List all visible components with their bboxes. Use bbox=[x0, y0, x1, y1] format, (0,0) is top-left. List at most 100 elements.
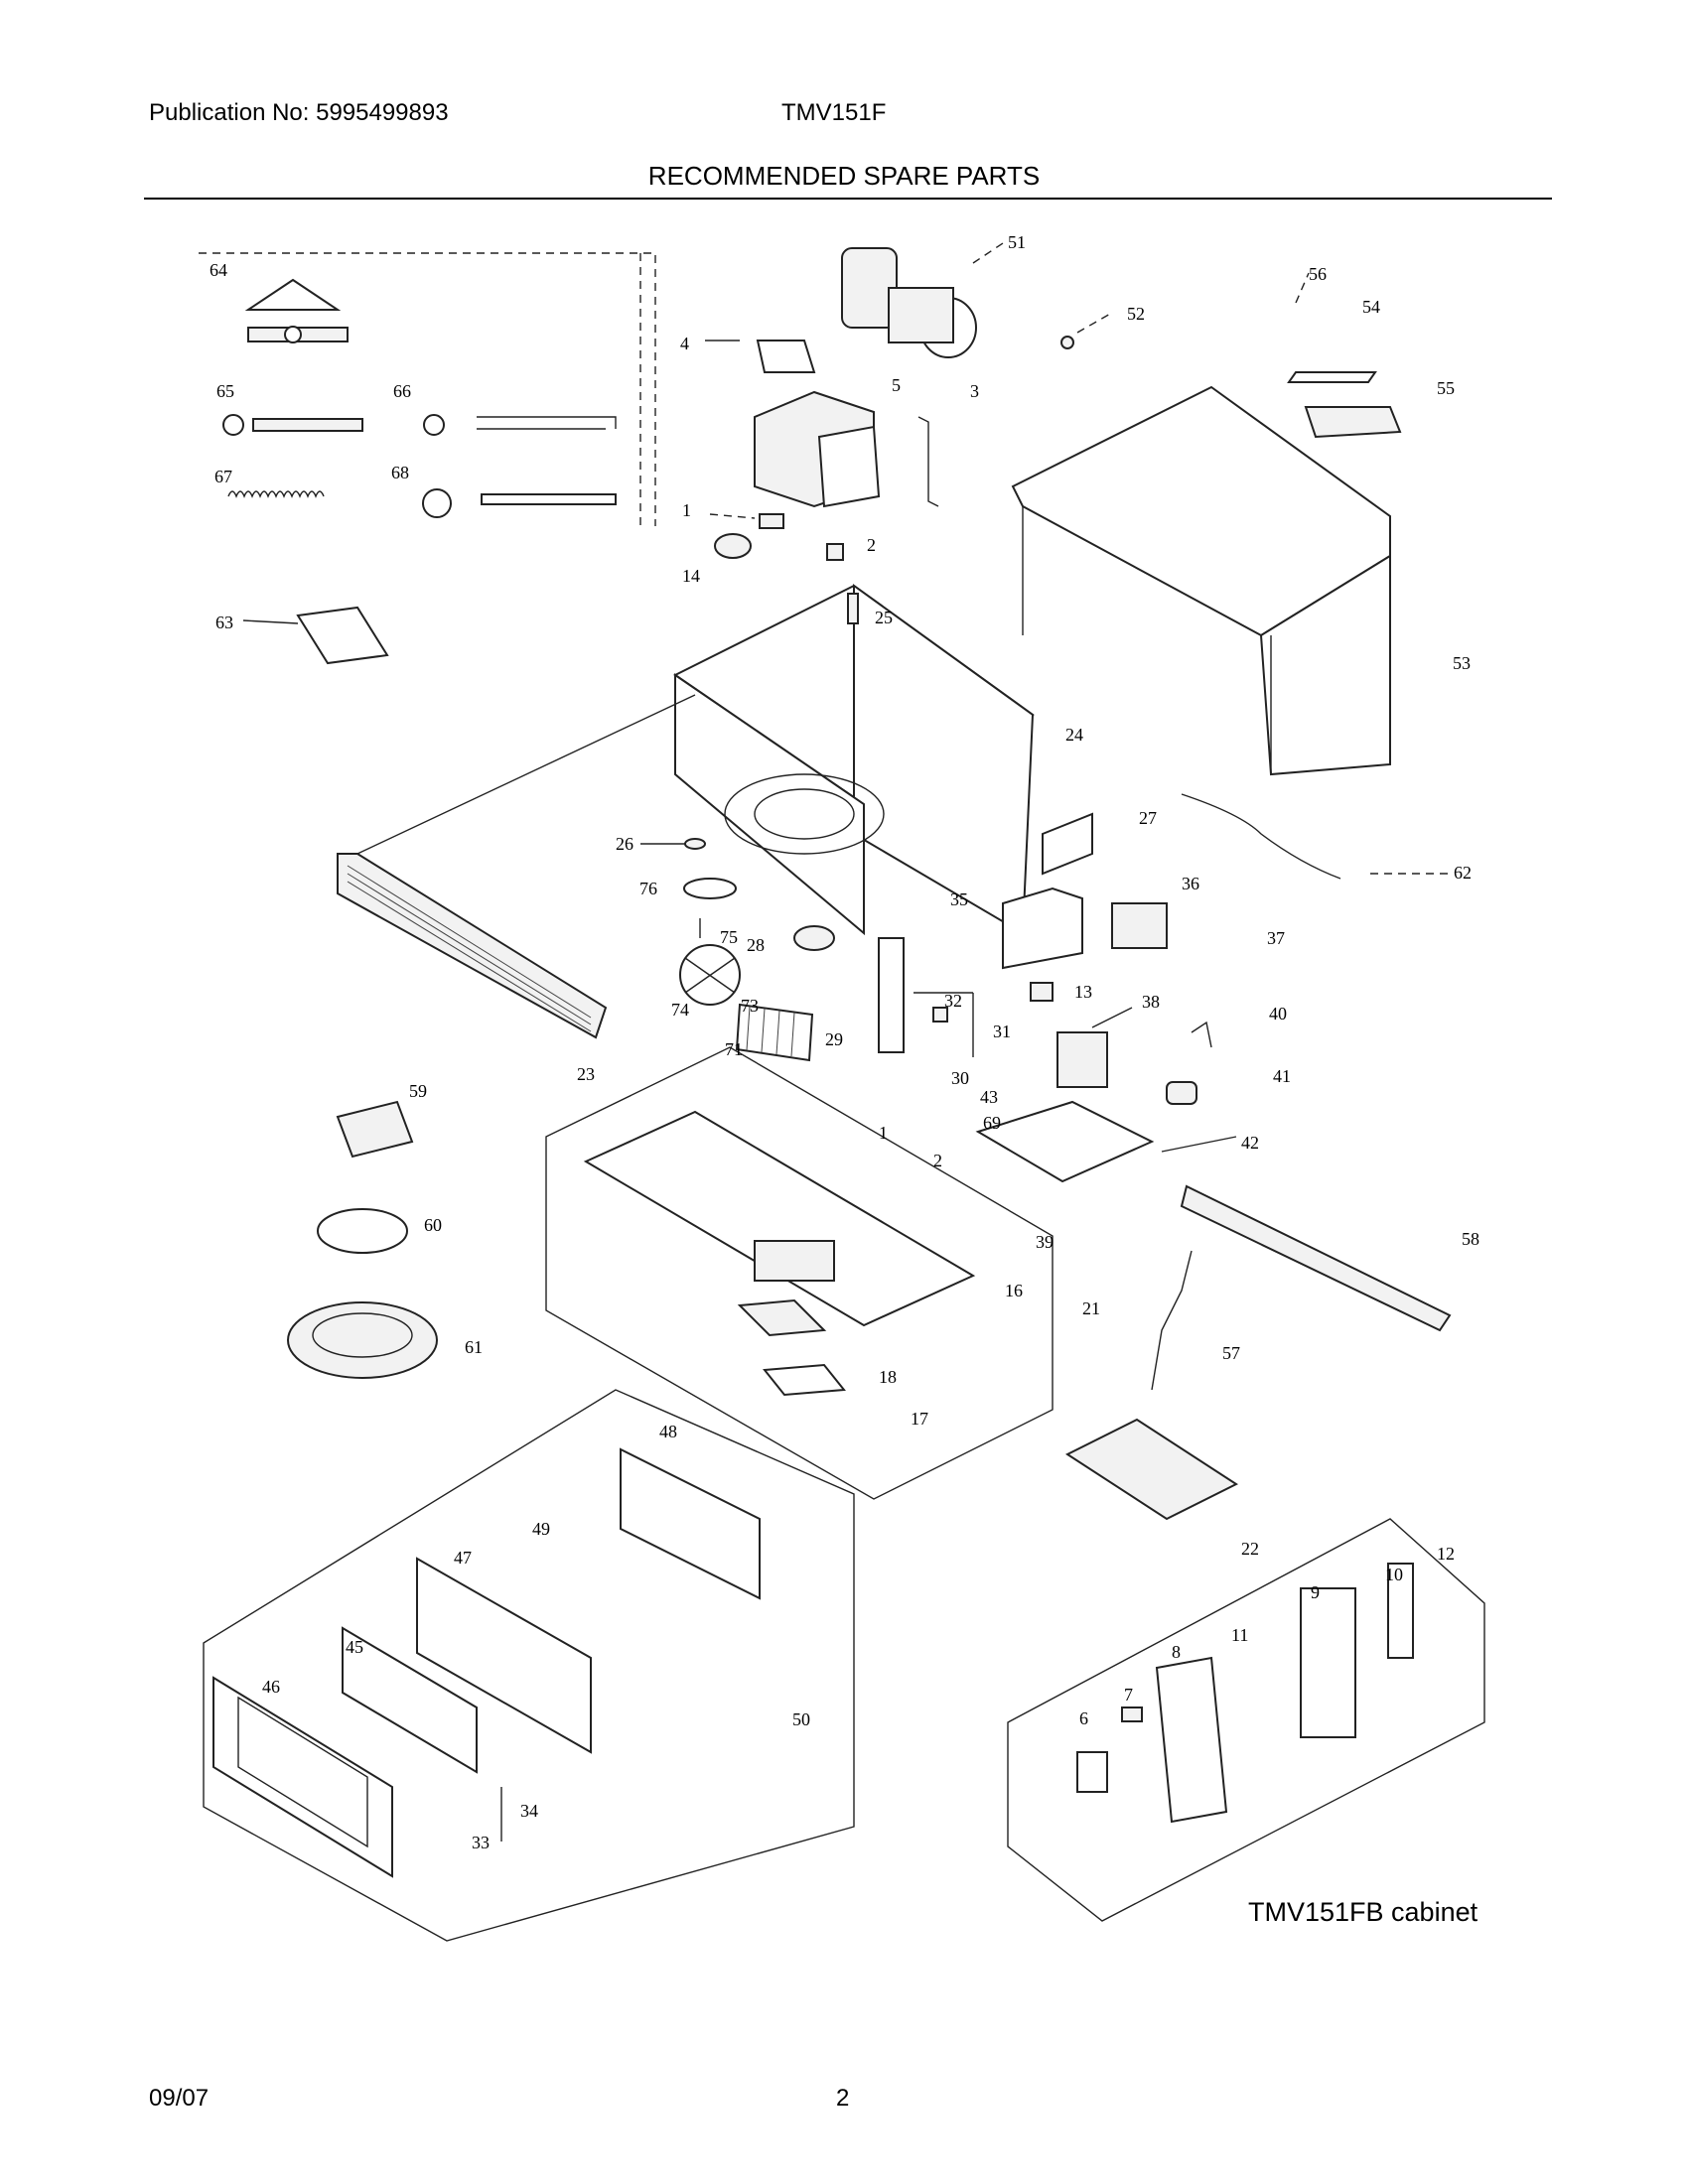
callout-67: 67 bbox=[214, 467, 232, 486]
callout-27: 27 bbox=[1139, 808, 1157, 828]
accessory-box bbox=[199, 252, 656, 526]
callout-17: 17 bbox=[911, 1409, 928, 1429]
page-number: 2 bbox=[836, 2085, 850, 2112]
callout-49: 49 bbox=[532, 1519, 550, 1539]
callout-51: 51 bbox=[1008, 232, 1026, 252]
part-12-control-cabinet bbox=[1007, 1518, 1485, 1922]
callout-48: 48 bbox=[659, 1422, 677, 1441]
callout-41: 41 bbox=[1273, 1066, 1291, 1086]
callout-28: 28 bbox=[747, 935, 765, 955]
part-35-bracket bbox=[1002, 887, 1083, 970]
part-46-door-choke bbox=[212, 1676, 393, 1878]
part-62-harness bbox=[1181, 793, 1450, 880]
callout-60: 60 bbox=[424, 1215, 442, 1235]
callout-9: 9 bbox=[1311, 1582, 1320, 1602]
part-47-door-panel bbox=[416, 1557, 592, 1754]
callout-65: 65 bbox=[216, 381, 234, 401]
page-title: RECOMMENDED SPARE PARTS bbox=[647, 161, 1041, 191]
callout-56: 56 bbox=[1309, 264, 1327, 284]
callout-45: 45 bbox=[346, 1637, 363, 1657]
part-9-circuit-board bbox=[1300, 1587, 1356, 1738]
callout-31: 31 bbox=[993, 1022, 1011, 1041]
callout-57: 57 bbox=[1222, 1343, 1240, 1363]
cabinet-label: TMV151FB cabinet bbox=[1248, 1897, 1478, 1927]
callout-11: 11 bbox=[1231, 1625, 1248, 1645]
part-42-wire bbox=[1161, 1136, 1237, 1153]
callout-76: 76 bbox=[639, 879, 657, 898]
callout-1-top: 1 bbox=[682, 500, 691, 520]
callout-58: 58 bbox=[1462, 1229, 1479, 1249]
publication-number: Publication No: 5995499893 bbox=[149, 99, 449, 126]
callout-8: 8 bbox=[1172, 1642, 1181, 1662]
part-41-capacitor bbox=[1166, 1081, 1197, 1105]
callout-2-base: 2 bbox=[933, 1151, 942, 1170]
callout-10: 10 bbox=[1385, 1565, 1403, 1584]
part-27-bracket bbox=[1042, 812, 1093, 876]
callout-25: 25 bbox=[875, 608, 893, 627]
part-59-filter bbox=[336, 1100, 414, 1159]
part-5-air-guide bbox=[754, 390, 881, 508]
model-number: TMV151F bbox=[781, 99, 887, 126]
callout-40: 40 bbox=[1269, 1004, 1287, 1024]
part-51-fan-motor bbox=[841, 242, 1004, 358]
part-69-base-plate bbox=[975, 1100, 1155, 1183]
callout-34: 34 bbox=[520, 1801, 538, 1821]
part-64-mounting-bracket bbox=[244, 278, 349, 343]
callout-37: 37 bbox=[1267, 928, 1285, 948]
part-48-door-frame bbox=[620, 1447, 761, 1600]
part-17-plate bbox=[763, 1363, 846, 1397]
callout-62: 62 bbox=[1454, 863, 1472, 883]
callout-3: 3 bbox=[970, 381, 979, 401]
part-74-stirrer bbox=[679, 944, 741, 1006]
callout-labels: 64 51 4 52 56 54 55 65 66 5 3 67 68 1 2 … bbox=[210, 232, 1479, 1852]
part-26-coupler bbox=[640, 838, 706, 850]
callout-14: 14 bbox=[682, 566, 700, 586]
part-29-latch-board bbox=[878, 937, 974, 1057]
callout-2-top: 2 bbox=[867, 535, 876, 555]
callout-7: 7 bbox=[1124, 1685, 1133, 1705]
callout-22: 22 bbox=[1241, 1539, 1259, 1559]
part-13-switch bbox=[1030, 982, 1054, 1002]
part-65-bolt bbox=[222, 414, 363, 436]
callout-66: 66 bbox=[393, 381, 411, 401]
part-10-bracket bbox=[1387, 1563, 1414, 1659]
part-55-exhaust-duct bbox=[1304, 406, 1402, 439]
part-23-grille bbox=[337, 694, 696, 1039]
callout-16: 16 bbox=[1005, 1281, 1023, 1300]
callout-26: 26 bbox=[616, 834, 633, 854]
callout-53: 53 bbox=[1453, 653, 1471, 673]
callout-61: 61 bbox=[465, 1337, 483, 1357]
part-22-grease-filter bbox=[1064, 1418, 1239, 1521]
callout-18: 18 bbox=[879, 1367, 897, 1387]
callout-42: 42 bbox=[1241, 1133, 1259, 1153]
part-6-handle bbox=[1076, 1751, 1108, 1793]
callout-71: 71 bbox=[725, 1039, 743, 1059]
callout-69: 69 bbox=[983, 1113, 1001, 1133]
part-52-screw bbox=[1060, 312, 1113, 349]
callout-38: 38 bbox=[1142, 992, 1160, 1012]
part-60-ring bbox=[317, 1208, 408, 1254]
callout-46: 46 bbox=[262, 1677, 280, 1697]
part-45-glass bbox=[342, 1626, 478, 1774]
part-68-screw-and-strip bbox=[422, 488, 617, 518]
callout-75: 75 bbox=[720, 927, 738, 947]
part-8-control-panel bbox=[1155, 1656, 1228, 1824]
part-1-thermostat bbox=[709, 513, 784, 529]
callout-63: 63 bbox=[215, 613, 233, 632]
part-28-lamp-socket bbox=[793, 925, 835, 951]
callout-68: 68 bbox=[391, 463, 409, 482]
callout-47: 47 bbox=[454, 1548, 472, 1568]
callout-24: 24 bbox=[1065, 725, 1083, 745]
part-2-switch bbox=[826, 543, 844, 561]
part-24-cavity bbox=[673, 584, 1035, 936]
part-61-tray bbox=[287, 1301, 438, 1379]
callout-30: 30 bbox=[951, 1068, 969, 1088]
part-63-template bbox=[242, 606, 389, 665]
part-18-filter bbox=[737, 1298, 827, 1337]
callout-54: 54 bbox=[1362, 297, 1380, 317]
part-50-door-assembly bbox=[203, 1389, 855, 1942]
part-21-base-assembly bbox=[545, 1046, 1054, 1500]
part-76-roller bbox=[683, 878, 737, 899]
callout-4: 4 bbox=[680, 334, 689, 353]
